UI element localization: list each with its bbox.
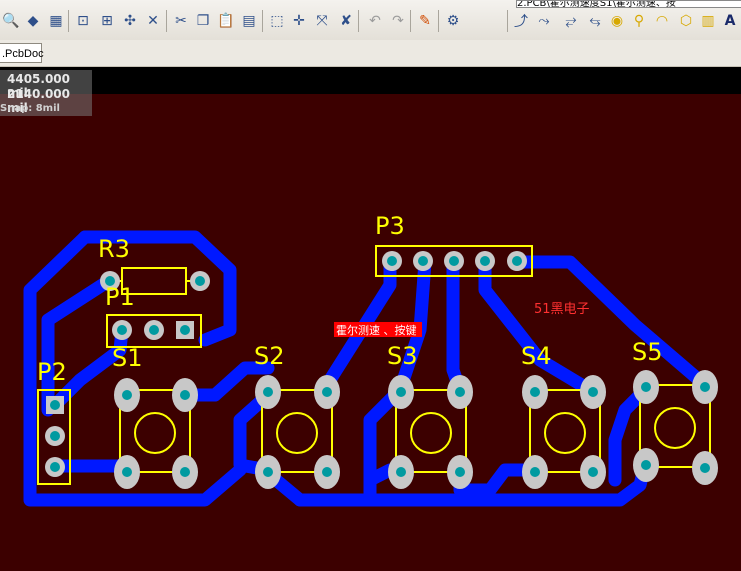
hall-label: 霍尔测速 、按键 bbox=[336, 323, 417, 337]
redo-icon[interactable]: ↷ bbox=[392, 13, 404, 29]
highlight-icon[interactable]: ✎ bbox=[419, 13, 431, 29]
s1-designator: S1 bbox=[112, 344, 143, 372]
s3-circle bbox=[410, 412, 452, 454]
s5-designator: S5 bbox=[632, 338, 663, 366]
silkscreen-layer bbox=[37, 245, 711, 485]
s1-outline bbox=[119, 389, 191, 473]
diff-pair-icon[interactable]: ⥂ bbox=[565, 13, 577, 29]
track-r3-top bbox=[78, 230, 237, 347]
track-icon[interactable]: ⤳ bbox=[538, 13, 550, 29]
p3-designator: P3 bbox=[375, 212, 405, 240]
p2-designator: P2 bbox=[37, 358, 67, 386]
hall-label-background bbox=[334, 322, 422, 337]
track-p3-s2 bbox=[323, 255, 397, 387]
p2-outline bbox=[37, 389, 71, 485]
fill-icon[interactable]: ▥ bbox=[701, 13, 715, 29]
move-icon[interactable]: ✣ bbox=[124, 13, 136, 29]
main-toolbar: 🔍 ◆ ▦ ⊡ ⊞ ✣ ✕ ✂ ❐ 📋 ▤ ⬚ ✛ ⤧ ✘ ↶ ↷ ✎ ⚙ ⤴ … bbox=[0, 0, 741, 41]
p1-designator: P1 bbox=[105, 283, 135, 311]
s4-designator: S4 bbox=[521, 342, 552, 370]
s2-circle bbox=[276, 412, 318, 454]
s5-circle bbox=[654, 407, 696, 449]
designator-layer: R3 P1 P2 P3 S1 S2 S3 S4 S5 bbox=[37, 212, 663, 386]
select-box-icon[interactable]: ⬚ bbox=[270, 13, 284, 29]
route-icon[interactable]: ⤴ bbox=[514, 14, 528, 30]
track-p3-s4 bbox=[478, 255, 597, 397]
zoom-fit-icon[interactable]: ⊡ bbox=[77, 13, 89, 29]
s2-outline bbox=[261, 389, 333, 473]
layers-icon[interactable]: ◆ bbox=[27, 13, 39, 29]
zoom-icon[interactable]: 🔍 bbox=[2, 13, 20, 29]
track-s1-s2 bbox=[178, 361, 275, 402]
pad-icon[interactable]: ◉ bbox=[610, 13, 624, 29]
cut-icon[interactable]: ✂ bbox=[175, 13, 187, 29]
p1-outline bbox=[106, 314, 202, 348]
y-coordinate: 2140.000 mil bbox=[7, 87, 71, 115]
track-p1-p2 bbox=[48, 323, 129, 412]
p3-outline bbox=[375, 245, 533, 277]
polygon-icon[interactable]: ⬡ bbox=[679, 13, 693, 29]
via-icon[interactable]: ⚲ bbox=[633, 13, 645, 29]
s5-outline bbox=[639, 384, 711, 468]
r3-designator: R3 bbox=[98, 235, 130, 263]
interactive-route-icon[interactable]: ⥃ bbox=[589, 13, 601, 29]
copy-icon[interactable]: ❐ bbox=[196, 13, 210, 29]
arc-icon[interactable]: ◠ bbox=[655, 13, 669, 29]
paste-icon[interactable]: 📋 bbox=[217, 13, 235, 29]
x-coordinate: 4405.000 mil bbox=[7, 72, 71, 100]
track-outer-left bbox=[23, 230, 247, 507]
snap-setting: Snap: 8mil bbox=[0, 103, 60, 114]
rubber-stamp-icon[interactable]: ▤ bbox=[242, 13, 256, 29]
canvas-top-border bbox=[0, 67, 741, 94]
brand-label: 51黑电子 bbox=[534, 302, 590, 317]
s4-outline bbox=[529, 389, 601, 473]
component-icon[interactable]: ⚙ bbox=[446, 13, 460, 29]
s3-outline bbox=[395, 389, 467, 473]
s3-designator: S3 bbox=[387, 342, 418, 370]
track-layer bbox=[23, 230, 712, 507]
track-s5-left bbox=[608, 383, 652, 487]
text-icon[interactable]: A bbox=[724, 13, 736, 29]
board-icon[interactable]: ▦ bbox=[49, 13, 63, 29]
track-p3-s5 bbox=[510, 255, 712, 392]
move-cross-icon[interactable]: ✛ bbox=[293, 13, 305, 29]
track-r3-p2 bbox=[41, 273, 117, 417]
deselect-icon[interactable]: ✘ bbox=[340, 13, 352, 29]
pad-layer bbox=[45, 251, 718, 489]
window-title-fragment: 2.PCB\霍尔测速度S1\霍尔测速、按 bbox=[516, 0, 741, 8]
undo-icon[interactable]: ↶ bbox=[369, 13, 381, 29]
track-s2-loop bbox=[233, 388, 275, 477]
zoom-area-icon[interactable]: ⊞ bbox=[101, 13, 113, 29]
s2-designator: S2 bbox=[254, 342, 285, 370]
move-selection-icon[interactable]: ⤧ bbox=[316, 13, 328, 29]
s4-circle bbox=[544, 412, 586, 454]
document-tab-bar: .PcbDoc bbox=[0, 40, 741, 67]
document-tab[interactable]: .PcbDoc bbox=[0, 43, 44, 63]
coordinate-readout-panel: 4405.000 mil 2140.000 mil Snap: 8mil bbox=[0, 70, 92, 116]
cross-icon[interactable]: ✕ bbox=[147, 13, 159, 29]
track-p3-s3b bbox=[446, 255, 467, 397]
s1-circle bbox=[134, 412, 176, 454]
